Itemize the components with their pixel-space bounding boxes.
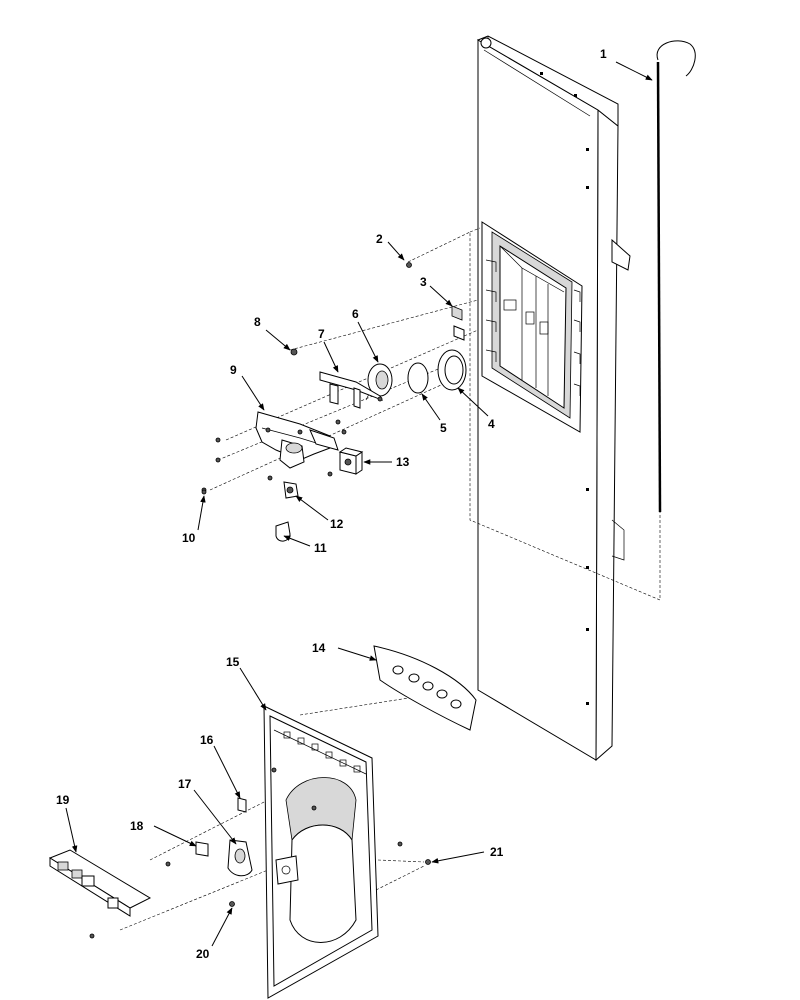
part-12-connector xyxy=(283,481,299,499)
callout-6: 6 xyxy=(352,307,359,321)
part-14-keypad-overlay xyxy=(373,645,477,731)
callout-1: 1 xyxy=(600,47,607,61)
callout-3: 3 xyxy=(420,275,427,289)
part-2-screw xyxy=(406,262,412,268)
callout-13: 13 xyxy=(396,455,410,469)
callout-labels: 1 2 3 4 5 6 7 8 9 10 11 12 13 14 15 16 1… xyxy=(56,47,607,961)
dispenser-cavity xyxy=(481,221,583,433)
part-17-lever xyxy=(227,839,253,877)
part-9-housing xyxy=(255,411,339,469)
part-18-micro-switch xyxy=(165,841,209,867)
callout-4: 4 xyxy=(488,417,495,431)
door-panel xyxy=(476,35,631,762)
callout-14: 14 xyxy=(312,641,326,655)
callout-21: 21 xyxy=(490,845,504,859)
callout-16: 16 xyxy=(200,733,214,747)
callout-12: 12 xyxy=(330,517,344,531)
part-15-dispenser-frame xyxy=(263,705,379,999)
part-6-light xyxy=(365,363,393,401)
part-4-ring xyxy=(437,349,467,391)
callout-10: 10 xyxy=(182,531,196,545)
part-20-screw xyxy=(229,901,235,907)
door-slots xyxy=(540,72,589,705)
callout-11: 11 xyxy=(314,541,327,555)
part-8-screw xyxy=(290,348,298,356)
part-13-solenoid xyxy=(338,447,364,475)
callout-7: 7 xyxy=(318,327,325,341)
callout-2: 2 xyxy=(376,232,383,246)
part-7-actuator xyxy=(319,371,384,409)
part-10-screw xyxy=(201,489,207,495)
callout-17: 17 xyxy=(178,777,192,791)
frame-switches xyxy=(283,731,361,773)
part-21-screw xyxy=(397,841,431,865)
callout-18: 18 xyxy=(130,819,144,833)
callout-15: 15 xyxy=(226,655,240,669)
callout-19: 19 xyxy=(56,793,70,807)
callout-9: 9 xyxy=(230,363,237,377)
part-3-pads xyxy=(451,305,465,341)
part-5-lens xyxy=(407,362,429,394)
part-19-control-board xyxy=(48,849,152,939)
part-1-tube xyxy=(656,40,696,513)
callout-8: 8 xyxy=(254,315,261,329)
part-11-cap xyxy=(275,521,291,542)
part-16-switch xyxy=(237,797,247,813)
callout-5: 5 xyxy=(440,421,447,435)
leader-arrows xyxy=(65,61,653,947)
callout-20: 20 xyxy=(196,947,210,961)
